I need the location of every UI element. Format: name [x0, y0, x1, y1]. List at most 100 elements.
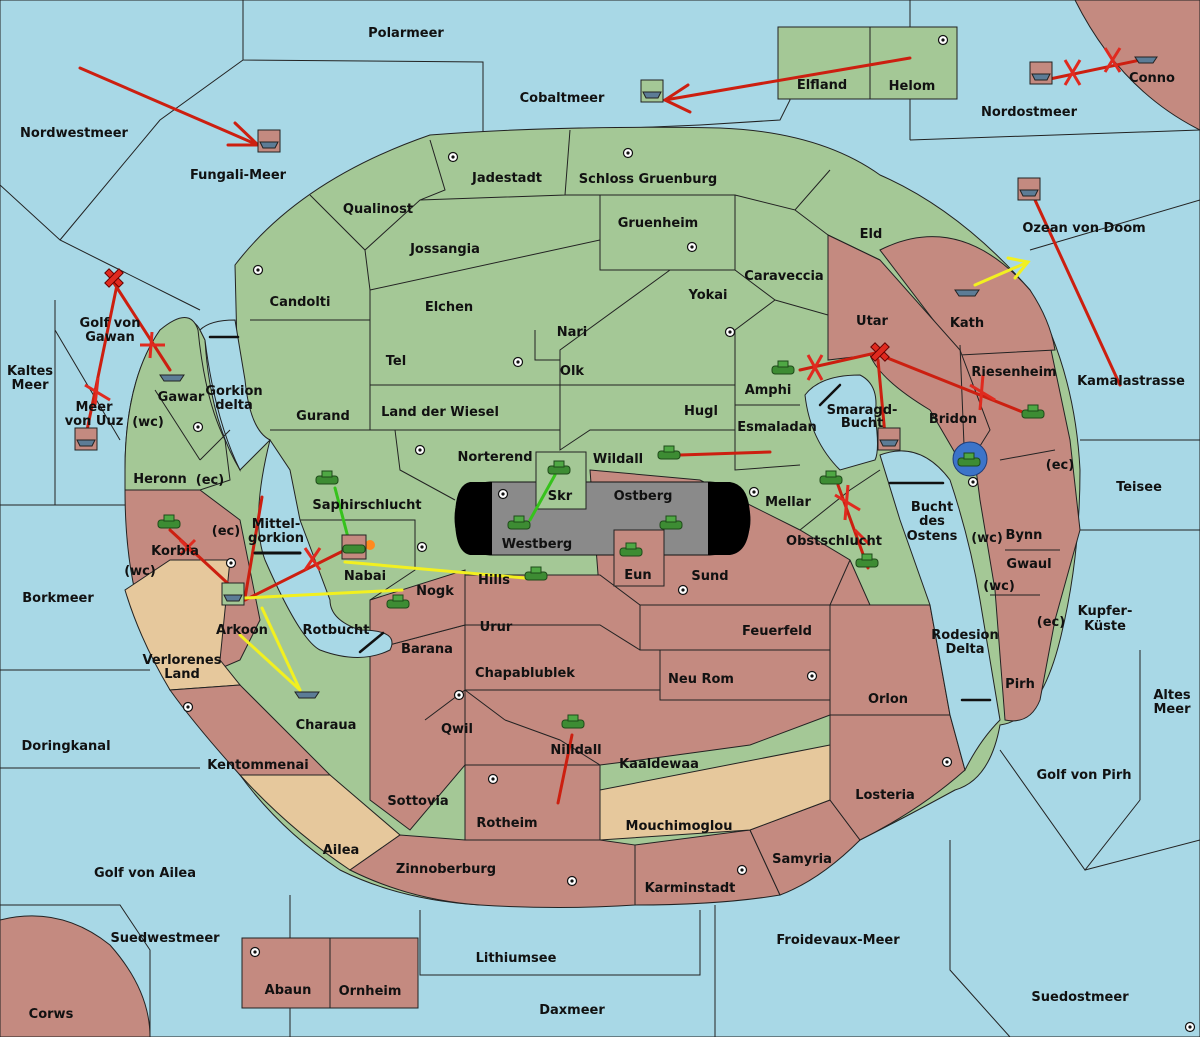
label-yokai: Yokai [687, 288, 727, 303]
supply-centers [182, 34, 1196, 1033]
label-ec-korbia: (ec) [212, 524, 240, 539]
label-norterend: Norterend [457, 450, 532, 465]
label-borkmeer: Borkmeer [22, 591, 94, 606]
fleet-units [74, 56, 1158, 699]
label-mouchimoglou: Mouchimoglou [626, 819, 733, 834]
label-gorkion-delta-2: delta [215, 398, 253, 413]
label-candolti: Candolti [270, 295, 331, 310]
label-nilldall: Nilldall [550, 743, 601, 758]
territory-mouchimoglou[interactable] [599, 744, 831, 841]
label-golf-von-pirh: Golf von Pirh [1036, 768, 1131, 783]
impassable-east-cap [708, 482, 750, 555]
label-nari: Nari [557, 325, 588, 340]
label-kaltes-meer-1: Kaltes [7, 364, 53, 379]
label-gruenheim: Gruenheim [618, 216, 698, 231]
label-golf-von-gawan-1: Golf von [80, 316, 141, 331]
label-utar: Utar [856, 314, 889, 329]
lake-gorkion-delta [199, 319, 271, 471]
label-gurand: Gurand [296, 409, 350, 424]
territory-elfland[interactable] [777, 26, 871, 100]
label-neu-rom: Neu Rom [668, 672, 734, 687]
label-esmaladan: Esmaladan [737, 420, 817, 435]
label-losteria: Losteria [855, 788, 915, 803]
label-kaaldewaa: Kaaldewaa [619, 757, 699, 772]
territory-utar-bridon[interactable] [827, 234, 991, 471]
label-elchen: Elchen [425, 300, 473, 315]
border-lines [125, 129, 1060, 766]
label-conno: Conno [1129, 71, 1175, 86]
sea-border [1084, 839, 1200, 871]
label-schloss-gruenburg: Schloss Gruenburg [579, 172, 717, 187]
label-rotheim: Rotheim [476, 816, 537, 831]
label-qwil: Qwil [441, 722, 473, 737]
label-wc-korbia: (wc) [124, 564, 156, 579]
territory-eun[interactable] [613, 529, 665, 587]
territory-heronn-gawar[interactable] [124, 317, 231, 491]
label-ec-heronn: (ec) [196, 473, 224, 488]
label-altes-meer-2: Meer [1154, 702, 1192, 717]
label-ec-bridon: (ec) [1046, 458, 1074, 473]
label-feuerfeld: Feuerfeld [742, 624, 812, 639]
lake-smaragd-bucht [804, 374, 878, 471]
label-westberg: Westberg [502, 537, 572, 552]
territory-ornheim[interactable] [329, 937, 419, 1009]
label-sottovia: Sottovia [387, 794, 448, 809]
label-mittelgorkion-2: gorkion [248, 531, 304, 546]
sea-border [0, 904, 151, 1037]
label-chapablublek: Chapablublek [475, 666, 575, 681]
label-meer-von-uuz-2: von Uuz [65, 414, 124, 429]
label-eun: Eun [624, 568, 651, 583]
label-ornheim: Ornheim [339, 984, 402, 999]
sea-border [909, 129, 1200, 141]
label-abaun: Abaun [265, 983, 312, 998]
label-ec-pirh: (ec) [1037, 615, 1065, 630]
sea-border [59, 59, 244, 241]
label-nordostmeer: Nordostmeer [981, 105, 1078, 120]
label-korbia: Korbia [151, 544, 199, 559]
label-charaua: Charaua [296, 718, 357, 733]
label-caraveccia: Caraveccia [744, 269, 823, 284]
label-bridon: Bridon [929, 412, 977, 427]
sea-border [949, 840, 1011, 1037]
territory-east-strip[interactable] [959, 344, 1081, 722]
label-riesenheim: Riesenheim [971, 365, 1056, 380]
label-kamalastrasse: Kamalastrasse [1077, 374, 1185, 389]
label-kaltes-meer-2: Meer [12, 378, 50, 393]
label-smaragd-bucht-1: Smaragd- [827, 403, 898, 418]
label-skr: Skr [548, 489, 573, 504]
label-nogk: Nogk [416, 584, 454, 599]
label-hugl: Hugl [684, 404, 718, 419]
label-heronn: Heronn [133, 472, 187, 487]
label-teisee: Teisee [1116, 480, 1162, 495]
region-labels: Polarmeer Cobaltmeer Nordwestmeer Fungal… [7, 26, 1191, 1022]
label-land-der-wiesel: Land der Wiesel [381, 405, 499, 420]
label-gawar: Gawar [158, 390, 205, 405]
label-sund: Sund [691, 569, 728, 584]
label-gorkion-delta-1: Gorkion [205, 384, 262, 399]
label-ostberg: Ostberg [614, 489, 673, 504]
label-wildall: Wildall [593, 452, 643, 467]
label-eld: Eld [860, 227, 883, 242]
label-verlorenes-land-1: Verlorenes [142, 653, 221, 668]
label-qualinost: Qualinost [343, 202, 413, 217]
label-meer-von-uuz-1: Meer [76, 400, 114, 415]
label-rodesion-delta-1: Rodesion [931, 628, 998, 643]
label-nordwestmeer: Nordwestmeer [20, 126, 128, 141]
label-wc-bynn: (wc) [971, 531, 1003, 546]
label-kath: Kath [950, 316, 984, 331]
label-bucht-des-ostens-1: Bucht [911, 500, 953, 515]
label-kupfer-kueste-2: Küste [1084, 619, 1126, 634]
label-tel: Tel [386, 354, 406, 369]
label-nabai: Nabai [344, 569, 386, 584]
label-fungali-meer: Fungali-Meer [190, 168, 287, 183]
label-wc-gwaul: (wc) [983, 579, 1015, 594]
label-saphirschlucht: Saphirschlucht [312, 498, 421, 513]
territory-corws[interactable] [0, 915, 151, 1037]
label-helom: Helom [889, 79, 936, 94]
label-froidevaux-meer: Froidevaux-Meer [776, 933, 900, 948]
label-ozean-von-doom: Ozean von Doom [1022, 221, 1145, 236]
territory-verlorenes-land[interactable] [124, 559, 241, 691]
label-golf-von-gawan-2: Gawan [85, 330, 134, 345]
